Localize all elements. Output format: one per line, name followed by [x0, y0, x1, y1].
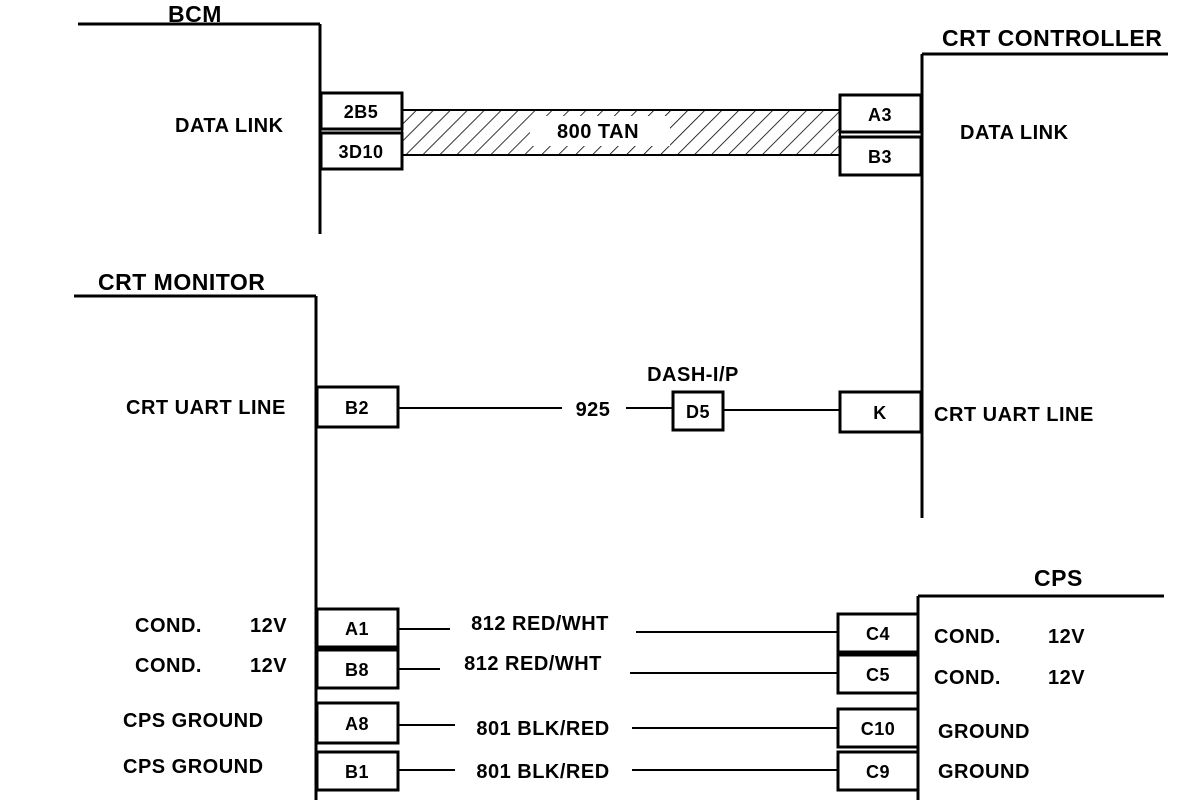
- cps-row1-voltage: 12V: [1048, 626, 1085, 648]
- cps-row2-label: COND.: [934, 667, 1001, 689]
- bcm-title: BCM: [168, 1, 222, 27]
- twisted-pair-label-bg: [530, 116, 670, 146]
- cps-pin-c9-label: C9: [866, 762, 890, 782]
- bcm-data-link-label: DATA LINK: [175, 115, 284, 137]
- crt-controller-pin-a3-label: A3: [868, 105, 892, 125]
- cps-pin-c4: [836, 612, 920, 654]
- crt-monitor-row2-label: COND.: [135, 655, 202, 677]
- crt-controller-data-link-label: DATA LINK: [960, 122, 1069, 144]
- crt-monitor-pin-b2: [315, 385, 400, 429]
- crt-monitor-row1-voltage: 12V: [250, 615, 287, 637]
- crt-monitor-pin-b1-label: B1: [345, 762, 369, 782]
- crt-controller-uart-label: CRT UART LINE: [934, 404, 1094, 426]
- ground-wire-2-label: 801 BLK/RED: [476, 761, 609, 783]
- bcm-pin-2b5-label: 2B5: [344, 102, 379, 122]
- crt-monitor-row1-label: COND.: [135, 615, 202, 637]
- cps-row2-voltage: 12V: [1048, 667, 1085, 689]
- cps-pin-c5-label: C5: [866, 665, 890, 685]
- power-wire-1-label: 812 RED/WHT: [471, 613, 609, 635]
- crt-controller-pin-b3-label: B3: [868, 147, 892, 167]
- uart-wire-label: 925: [576, 399, 611, 421]
- bcm-pin-3d10-label: 3D10: [338, 142, 383, 162]
- crt-monitor-pin-b2-label: B2: [345, 398, 369, 418]
- ground-wire-1-label: 801 BLK/RED: [476, 718, 609, 740]
- cps-pin-c4-label: C4: [866, 624, 890, 644]
- cps-row1-label: COND.: [934, 626, 1001, 648]
- crt-controller-pin-b3: [838, 135, 923, 177]
- crt-monitor-pin-a1: [315, 607, 400, 649]
- cps-row4-label: GROUND: [938, 761, 1030, 783]
- crt-monitor-title: CRT MONITOR: [98, 269, 265, 295]
- crt-monitor-uart-label: CRT UART LINE: [126, 397, 286, 419]
- cps-pin-c5: [836, 653, 920, 695]
- crt-monitor-row3-label: CPS GROUND: [123, 710, 264, 732]
- cps-row3-label: GROUND: [938, 721, 1030, 743]
- cps-pin-c9: [836, 750, 920, 792]
- crt-controller-pin-k-label: K: [873, 403, 887, 423]
- crt-controller-title: CRT CONTROLLER: [942, 25, 1162, 51]
- crt-monitor-row4-label: CPS GROUND: [123, 756, 264, 778]
- splice-d5-label: D5: [686, 402, 710, 422]
- crt-monitor-row2-voltage: 12V: [250, 655, 287, 677]
- crt-monitor-pin-a8-label: A8: [345, 714, 369, 734]
- crt-monitor-pin-b8-label: B8: [345, 660, 369, 680]
- crt-monitor-pin-a8: [315, 701, 400, 745]
- cps-pin-c10-label: C10: [861, 719, 896, 739]
- power-wire-2-label: 812 RED/WHT: [464, 653, 602, 675]
- splice-label: DASH-I/P: [647, 364, 739, 386]
- crt-monitor-pin-a1-label: A1: [345, 619, 369, 639]
- crt-monitor-pin-b8: [315, 648, 400, 690]
- data-link-wire-label: 800 TAN: [557, 121, 639, 143]
- crt-controller-pin-a3: [838, 93, 923, 134]
- cps-title: CPS: [1034, 565, 1083, 591]
- crt-controller-pin-k: [838, 390, 923, 434]
